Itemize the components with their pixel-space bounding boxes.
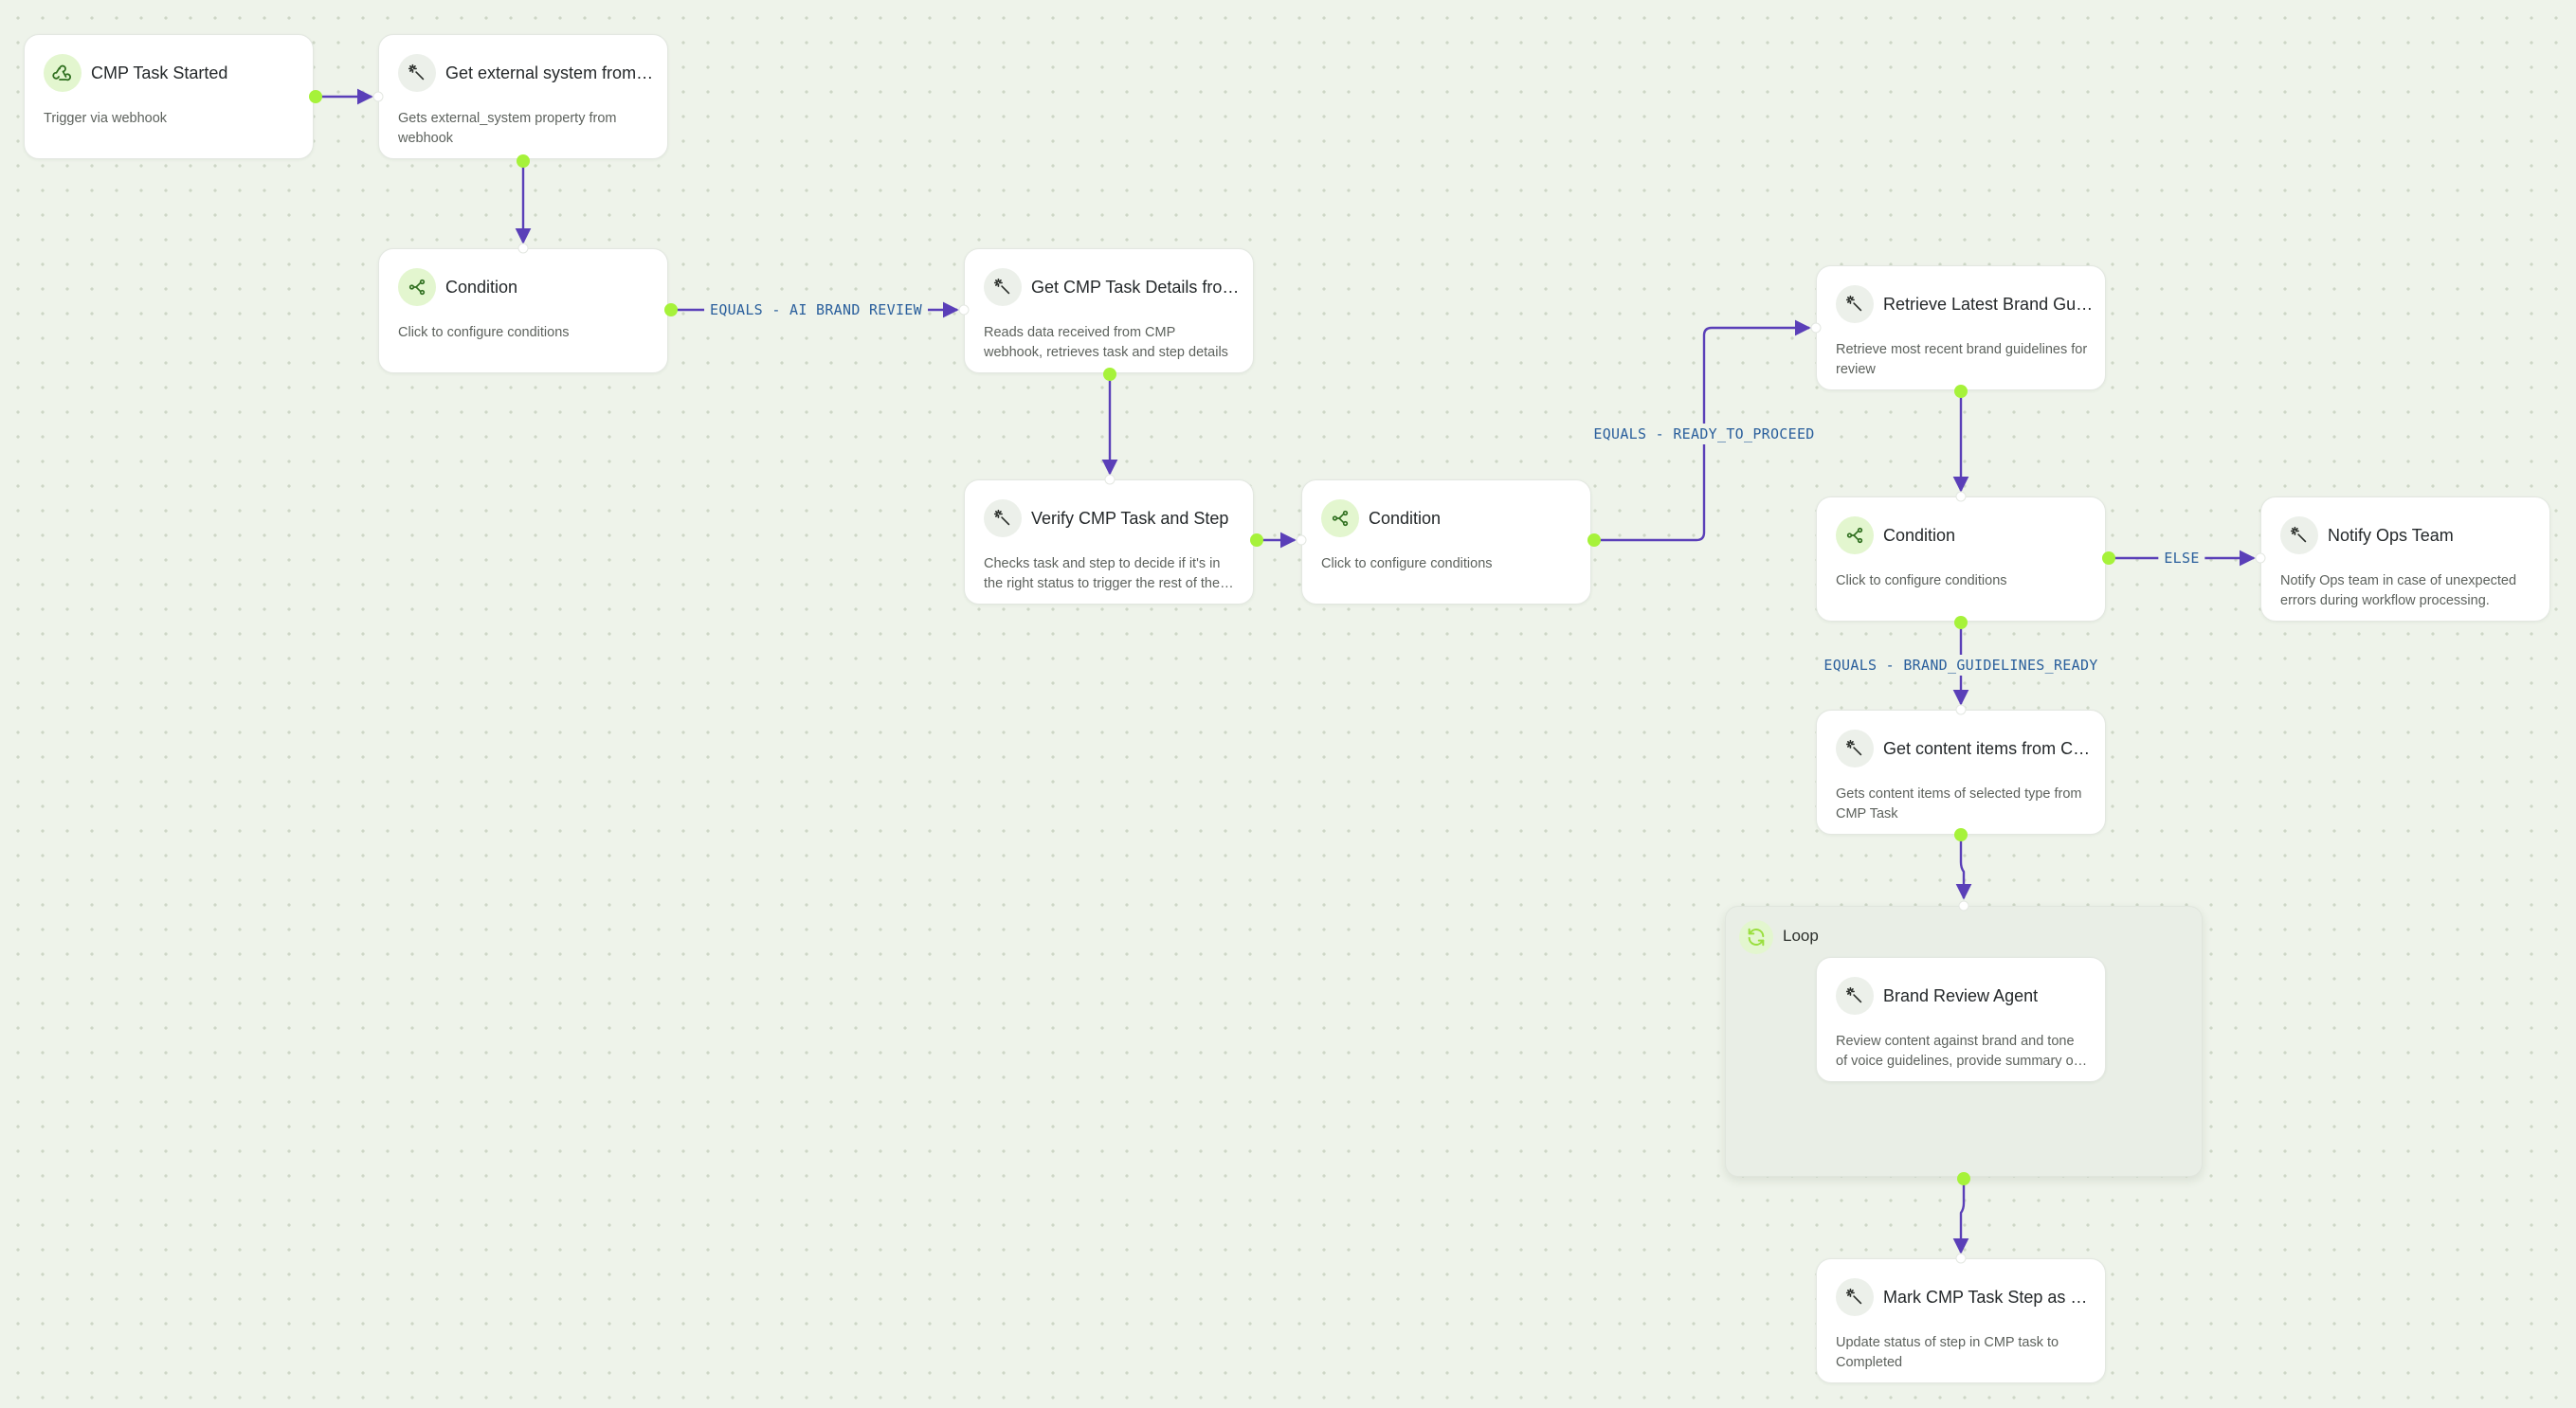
node-description: Checks task and step to decide if it's i… — [984, 556, 1221, 591]
node-description: Click to configure conditions — [1836, 573, 2007, 588]
node-title: Condition — [445, 278, 518, 297]
node-get-content-items[interactable]: Get content items from CMP Task Gets con… — [1816, 710, 2106, 835]
node-description: Click to configure conditions — [398, 325, 570, 340]
edge-label-brand-guidelines-ready[interactable]: EQUALS - BRAND_GUIDELINES_READY — [1818, 655, 2104, 676]
node-retrieve-brand-guidelines[interactable]: Retrieve Latest Brand Guidelines Retriev… — [1816, 265, 2106, 390]
node-title: Condition — [1883, 526, 1956, 545]
input-handle[interactable] — [1810, 322, 1822, 334]
input-handle[interactable] — [1104, 474, 1116, 485]
output-handle[interactable] — [517, 154, 530, 168]
node-title: Get content items from CMP Task — [1883, 739, 2094, 758]
node-cmp-task-started[interactable]: CMP Task Started Trigger via webhook — [24, 34, 314, 159]
magic-wand-icon — [984, 499, 1022, 537]
node-description: Review content against brand and tone of… — [1836, 1034, 2077, 1069]
node-condition-2[interactable]: Condition Click to configure conditions — [1301, 479, 1591, 605]
magic-wand-icon — [2280, 516, 2318, 554]
edge-label-else[interactable]: ELSE — [2158, 548, 2205, 569]
node-get-cmp-task-details[interactable]: Get CMP Task Details from webhook Reads … — [964, 248, 1254, 373]
node-description: Retrieve most recent brand guidelines fo… — [1836, 342, 2088, 377]
node-title: Mark CMP Task Step as Completed — [1883, 1288, 2094, 1307]
node-title: Verify CMP Task and Step — [1031, 509, 1229, 528]
node-get-external-system[interactable]: Get external system from webhook Gets ex… — [378, 34, 668, 159]
node-description: Click to configure conditions — [1321, 556, 1493, 571]
output-handle[interactable] — [1954, 616, 1968, 629]
node-condition-3[interactable]: Condition Click to configure conditions — [1816, 496, 2106, 622]
output-handle[interactable] — [1103, 368, 1116, 381]
node-description: Update status of step in CMP task to Com… — [1836, 1335, 2059, 1370]
output-handle[interactable] — [309, 90, 322, 103]
input-handle[interactable] — [1955, 704, 1967, 715]
edge-get-content-items-to-loop[interactable] — [1955, 835, 1972, 900]
input-handle[interactable] — [958, 304, 970, 316]
magic-wand-icon — [984, 268, 1022, 306]
loop-icon — [1739, 920, 1773, 954]
edge-label-ready-to-proceed[interactable]: EQUALS - READY_TO_PROCEED — [1587, 424, 1821, 444]
magic-wand-icon — [1836, 1278, 1874, 1316]
node-title: Get external system from webhook — [445, 63, 656, 82]
branch-icon — [398, 268, 436, 306]
input-handle[interactable] — [1955, 491, 1967, 502]
node-description: Gets content items of selected type from… — [1836, 786, 2082, 821]
output-handle[interactable] — [1250, 533, 1263, 547]
node-verify-cmp-task[interactable]: Verify CMP Task and Step Checks task and… — [964, 479, 1254, 605]
webhook-icon — [44, 54, 82, 92]
output-handle[interactable] — [664, 303, 678, 316]
loop-title: Loop — [1783, 927, 1819, 945]
output-handle[interactable] — [1954, 828, 1968, 841]
loop-container[interactable]: Loop — [1725, 906, 2203, 1177]
input-handle[interactable] — [1955, 1253, 1967, 1264]
edge-loop-to-mark-cmp-task-step[interactable] — [1952, 1179, 1969, 1255]
node-title: Notify Ops Team — [2328, 526, 2454, 545]
node-description: Reads data received from CMP webhook, re… — [984, 325, 1228, 360]
node-notify-ops-team[interactable]: Notify Ops Team Notify Ops team in case … — [2260, 496, 2550, 622]
node-title: CMP Task Started — [91, 63, 228, 82]
magic-wand-icon — [1836, 285, 1874, 323]
input-handle[interactable] — [2255, 552, 2266, 564]
edge-label-ai-brand-review[interactable]: EQUALS - AI BRAND REVIEW — [704, 299, 928, 320]
node-mark-cmp-task-step[interactable]: Mark CMP Task Step as Completed Update s… — [1816, 1258, 2106, 1383]
magic-wand-icon — [398, 54, 436, 92]
node-description: Notify Ops team in case of unexpected er… — [2280, 573, 2517, 608]
input-handle[interactable] — [1296, 534, 1307, 546]
output-handle[interactable] — [1954, 385, 1968, 398]
branch-icon — [1836, 516, 1874, 554]
node-title: Brand Review Agent — [1883, 986, 2039, 1005]
output-handle[interactable] — [1957, 1172, 1970, 1185]
node-title: Condition — [1369, 509, 1442, 528]
input-handle[interactable] — [1958, 900, 1969, 912]
node-title: Retrieve Latest Brand Guidelines — [1883, 295, 2094, 314]
magic-wand-icon — [1836, 977, 1874, 1015]
node-title: Get CMP Task Details from webhook — [1031, 278, 1242, 297]
node-brand-review-agent[interactable]: Brand Review Agent Review content agains… — [1816, 957, 2106, 1082]
output-handle[interactable] — [1587, 533, 1601, 547]
branch-icon — [1321, 499, 1359, 537]
node-description: Trigger via webhook — [44, 111, 168, 126]
node-condition-1[interactable]: Condition Click to configure conditions — [378, 248, 668, 373]
node-description: Gets external_system property from webho… — [398, 111, 617, 146]
input-handle[interactable] — [372, 91, 384, 102]
magic-wand-icon — [1836, 730, 1874, 767]
output-handle[interactable] — [2102, 551, 2115, 565]
input-handle[interactable] — [517, 243, 529, 254]
